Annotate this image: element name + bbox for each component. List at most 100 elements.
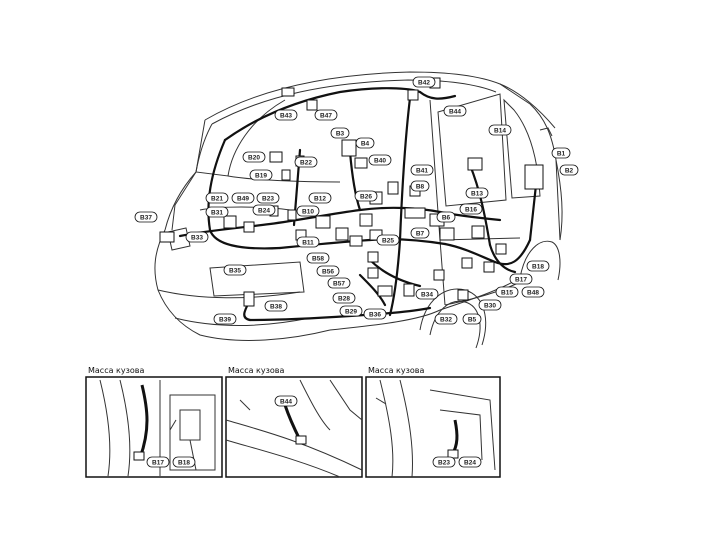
label-b3: B3 xyxy=(330,127,350,139)
svg-text:B17: B17 xyxy=(152,460,164,467)
svg-text:B29: B29 xyxy=(345,308,357,315)
label-b7: B7 xyxy=(410,227,430,239)
label-b13: B13 xyxy=(465,187,489,199)
label-b57: B57 xyxy=(327,277,351,289)
label-b14: B14 xyxy=(488,124,512,136)
label-b47: B47 xyxy=(314,109,338,121)
label-b49: B49 xyxy=(231,192,255,204)
svg-text:B48: B48 xyxy=(527,289,539,296)
svg-text:B42: B42 xyxy=(418,79,430,86)
svg-text:B21: B21 xyxy=(211,195,223,202)
svg-text:B38: B38 xyxy=(270,303,282,310)
svg-text:B3: B3 xyxy=(336,130,345,137)
label-b36: B36 xyxy=(363,308,387,320)
label-b22: B22 xyxy=(294,156,318,168)
svg-text:B14: B14 xyxy=(494,127,506,134)
svg-text:B23: B23 xyxy=(438,460,450,467)
label-b39: B39 xyxy=(213,313,237,325)
label-b44: B44 xyxy=(443,105,467,117)
label-b40: B40 xyxy=(368,154,392,166)
label-b41: B41 xyxy=(410,164,434,176)
svg-text:B22: B22 xyxy=(300,159,312,166)
svg-text:B7: B7 xyxy=(416,230,425,237)
svg-text:B13: B13 xyxy=(471,190,483,197)
connectors xyxy=(159,77,544,307)
inset-3-label-b24: B24 xyxy=(458,456,482,468)
inset-3-label-b23: B23 xyxy=(432,456,456,468)
inset-1: Масса кузова B17 B18 xyxy=(85,366,223,478)
svg-text:B35: B35 xyxy=(229,267,241,274)
svg-text:B26: B26 xyxy=(360,193,372,200)
label-b24: B24 xyxy=(252,204,276,216)
inset-1-title: Масса кузова xyxy=(88,366,144,375)
svg-text:B33: B33 xyxy=(191,234,203,241)
svg-text:B6: B6 xyxy=(442,214,451,221)
label-b12: B12 xyxy=(308,192,332,204)
svg-text:B28: B28 xyxy=(338,295,350,302)
inset-3: Масса кузова B23 B24 xyxy=(365,366,501,478)
svg-text:B1: B1 xyxy=(557,150,566,157)
label-b42: B42 xyxy=(412,76,436,88)
label-b35: B35 xyxy=(223,264,247,276)
label-b18: B18 xyxy=(526,260,550,272)
label-b29: B29 xyxy=(339,305,363,317)
svg-text:B23: B23 xyxy=(262,195,274,202)
svg-text:B24: B24 xyxy=(464,460,476,467)
label-b11: B11 xyxy=(296,236,320,248)
svg-text:B12: B12 xyxy=(314,195,326,202)
svg-text:B8: B8 xyxy=(416,183,425,190)
label-b30: B30 xyxy=(478,299,502,311)
svg-text:B44: B44 xyxy=(449,108,461,115)
label-b15: B15 xyxy=(495,286,519,298)
svg-text:B58: B58 xyxy=(312,255,324,262)
label-b5: B5 xyxy=(462,313,482,325)
svg-text:B34: B34 xyxy=(421,291,433,298)
svg-text:B49: B49 xyxy=(237,195,249,202)
label-b6: B6 xyxy=(436,211,456,223)
svg-text:B37: B37 xyxy=(140,214,152,221)
label-b31: B31 xyxy=(205,206,229,218)
svg-text:B18: B18 xyxy=(178,460,190,467)
svg-text:B47: B47 xyxy=(320,112,332,119)
label-b10: B10 xyxy=(296,205,320,217)
label-b20: B20 xyxy=(242,151,266,163)
label-b38: B38 xyxy=(264,300,288,312)
label-b25: B25 xyxy=(376,234,400,246)
label-b2: B2 xyxy=(559,164,579,176)
svg-text:B32: B32 xyxy=(440,316,452,323)
label-b58: B58 xyxy=(306,252,330,264)
label-b4: B4 xyxy=(355,137,375,149)
svg-text:B17: B17 xyxy=(515,276,527,283)
svg-text:B2: B2 xyxy=(565,167,574,174)
svg-text:B11: B11 xyxy=(302,239,314,246)
label-b37: B37 xyxy=(134,211,158,223)
insets: Масса кузова B17 B18 xyxy=(85,366,501,478)
inset-3-title: Масса кузова xyxy=(368,366,424,375)
svg-text:B16: B16 xyxy=(465,206,477,213)
svg-text:B40: B40 xyxy=(374,157,386,164)
label-b26: B26 xyxy=(354,190,378,202)
inset-2-label-b44: B44 xyxy=(274,395,298,407)
inset-2: Масса кузова B44 xyxy=(225,366,363,478)
svg-text:B36: B36 xyxy=(369,311,381,318)
svg-text:B25: B25 xyxy=(382,237,394,244)
label-b48: B48 xyxy=(521,286,545,298)
svg-text:B20: B20 xyxy=(248,154,260,161)
label-b8: B8 xyxy=(410,180,430,192)
label-b32: B32 xyxy=(434,313,458,325)
svg-text:B4: B4 xyxy=(361,140,370,147)
svg-text:B39: B39 xyxy=(219,316,231,323)
label-b28: B28 xyxy=(332,292,356,304)
svg-text:B41: B41 xyxy=(416,167,428,174)
inset-2-title: Масса кузова xyxy=(228,366,284,375)
svg-text:B19: B19 xyxy=(255,172,267,179)
svg-text:B15: B15 xyxy=(501,289,513,296)
svg-text:B31: B31 xyxy=(211,209,223,216)
svg-text:B43: B43 xyxy=(280,112,292,119)
label-b23: B23 xyxy=(256,192,280,204)
label-b21: B21 xyxy=(205,192,229,204)
label-b43: B43 xyxy=(274,109,298,121)
svg-text:B30: B30 xyxy=(484,302,496,309)
